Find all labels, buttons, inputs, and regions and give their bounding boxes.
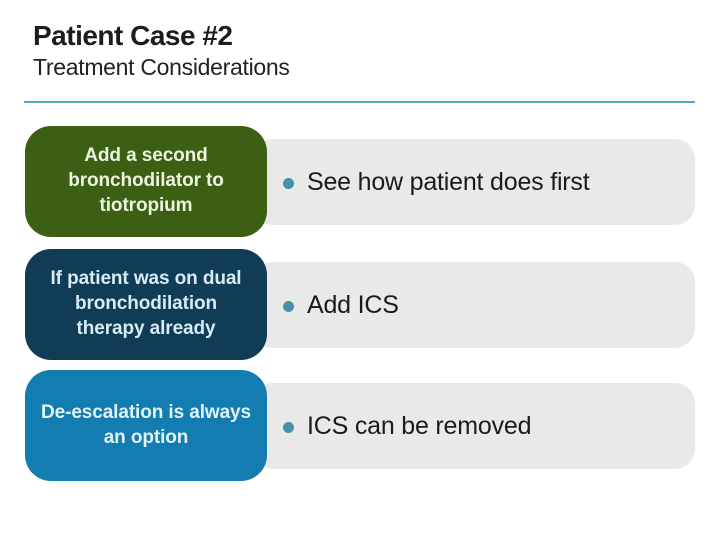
bullet-panel: Add ICS xyxy=(253,262,695,348)
condition-box: De-escalation is always an option xyxy=(25,370,267,481)
slide-subtitle: Treatment Considerations xyxy=(33,54,290,81)
bullet-dot-icon xyxy=(283,301,294,312)
condition-box: Add a second bronchodilator to tiotropiu… xyxy=(25,126,267,237)
condition-box-label: Add a second bronchodilator to tiotropiu… xyxy=(68,145,224,216)
header-divider-rule xyxy=(24,101,695,103)
treatment-row: ICS can be removed De-escalation is alwa… xyxy=(25,370,695,481)
bullet-text: Add ICS xyxy=(307,290,399,319)
treatment-row: See how patient does first Add a second … xyxy=(25,126,695,237)
bullet-text: See how patient does first xyxy=(307,167,590,196)
treatment-row: Add ICS If patient was on dual bronchodi… xyxy=(25,249,695,360)
bullet-panel: See how patient does first xyxy=(253,139,695,225)
slide-header: Patient Case #2 Treatment Considerations xyxy=(33,20,290,81)
condition-box: If patient was on dual bronchodilation t… xyxy=(25,249,267,360)
condition-box-label: De-escalation is always an option xyxy=(41,401,251,448)
bullet-text: ICS can be removed xyxy=(307,411,532,440)
bullet-panel: ICS can be removed xyxy=(253,383,695,469)
condition-box-label: If patient was on dual bronchodilation t… xyxy=(50,268,242,339)
bullet-dot-icon xyxy=(283,178,294,189)
slide-title: Patient Case #2 xyxy=(33,20,233,51)
bullet-dot-icon xyxy=(283,422,294,433)
